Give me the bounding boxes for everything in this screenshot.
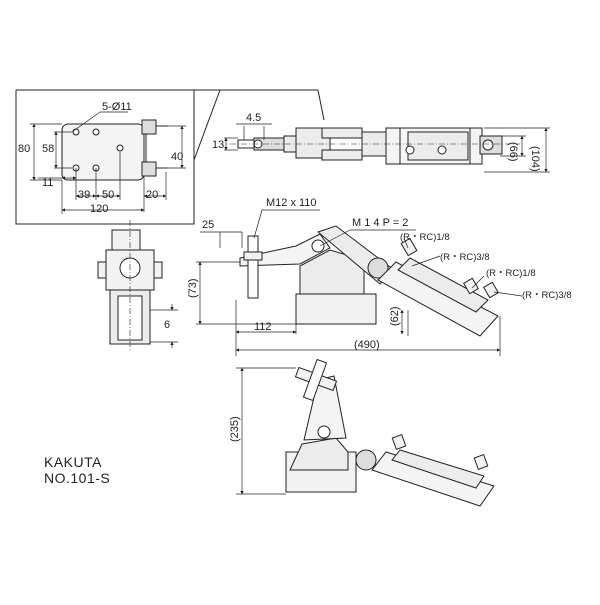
hole-note: 5-Ø11 [102,101,132,113]
top-view-dimensions [30,111,550,214]
top-view-labels: 5-Ø11 80 58 40 11 39 50 20 120 4.5 13 (6… [18,101,541,215]
end-view [97,220,163,350]
dim-66: (66) [507,142,519,162]
dim-490: (490) [354,339,380,351]
bolt-spec: M12 x 110 [266,197,317,209]
port-3: (R・RC)1/8 [486,268,536,279]
dim-13: 13 [212,139,224,151]
maker-name: KAKUTA [44,454,102,470]
model-number: NO.101-S [44,470,111,486]
dim-112: 112 [254,321,272,333]
port-2: (R・RC)3/8 [440,252,490,263]
dim-235: (235) [229,416,241,442]
port-1: (R・RC)1/8 [400,232,450,243]
dim-73: (73) [187,278,199,298]
inset-frame [15,89,195,225]
dim-62: (62) [389,306,401,326]
dim-80: 80 [18,143,30,155]
thread-spec: M 1 4 P = 2 [352,217,408,229]
dim-11: 11 [42,177,53,189]
dim-50: 50 [102,189,114,201]
dim-39: 39 [78,189,90,201]
dim-120: 120 [90,203,108,215]
side-view [239,225,500,337]
side-view-labels: M12 x 110 M 1 4 P = 2 (R・RC)1/8 (R・RC)3/… [187,197,572,351]
dim-25: 25 [202,219,214,231]
open-view-dims [236,367,296,495]
title-block: KAKUTA NO.101-S [44,454,110,486]
dim-104: (104) [529,146,541,172]
port-4: (R・RC)3/8 [522,290,572,301]
dim-58: 58 [42,143,54,155]
dim-6: 6 [164,319,170,331]
open-view [285,358,495,507]
dim-40: 40 [171,151,183,163]
dim-4-5: 4.5 [246,112,261,124]
side-view-dims [196,209,523,356]
end-view-dims [150,304,178,348]
top-view [15,89,520,225]
dim-20: 20 [146,189,158,201]
base-plate [61,123,145,181]
